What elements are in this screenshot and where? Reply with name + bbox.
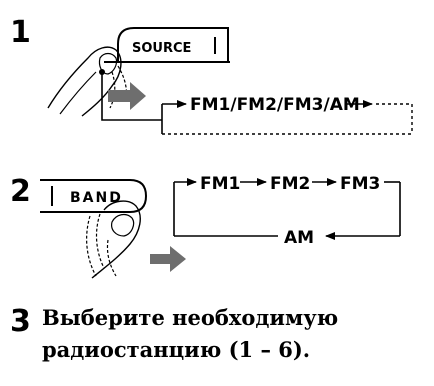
source-button	[117, 27, 229, 62]
band-button	[40, 179, 148, 213]
band-button-label: BAND	[70, 190, 123, 206]
press-arrow-icon	[108, 82, 146, 110]
step-1-illustration: SOURCE FM1/FM2/FM3/AM	[47, 27, 413, 135]
step-2-illustration: BAND FM1 FM2 FM3 AM	[40, 174, 401, 279]
finger-icon	[91, 200, 141, 279]
step-3-number: 3	[10, 304, 31, 339]
step-2-number: 2	[10, 174, 31, 209]
cycle-fm3: FM3	[340, 174, 380, 194]
step-1-number: 1	[10, 15, 31, 50]
source-button-label: SOURCE	[132, 41, 191, 56]
finger-icon	[47, 46, 122, 117]
step-3-instruction-line1: Выберите необходимую	[42, 305, 339, 330]
cycle-am: AM	[284, 228, 314, 248]
cycle-fm1: FM1	[200, 174, 240, 194]
press-arrow-icon	[150, 246, 186, 272]
step-1-sequence: FM1/FM2/FM3/AM	[190, 95, 360, 115]
cycle-fm2: FM2	[270, 174, 310, 194]
step-3-instruction-line2: радиостанцию (1 – 6).	[42, 337, 311, 362]
